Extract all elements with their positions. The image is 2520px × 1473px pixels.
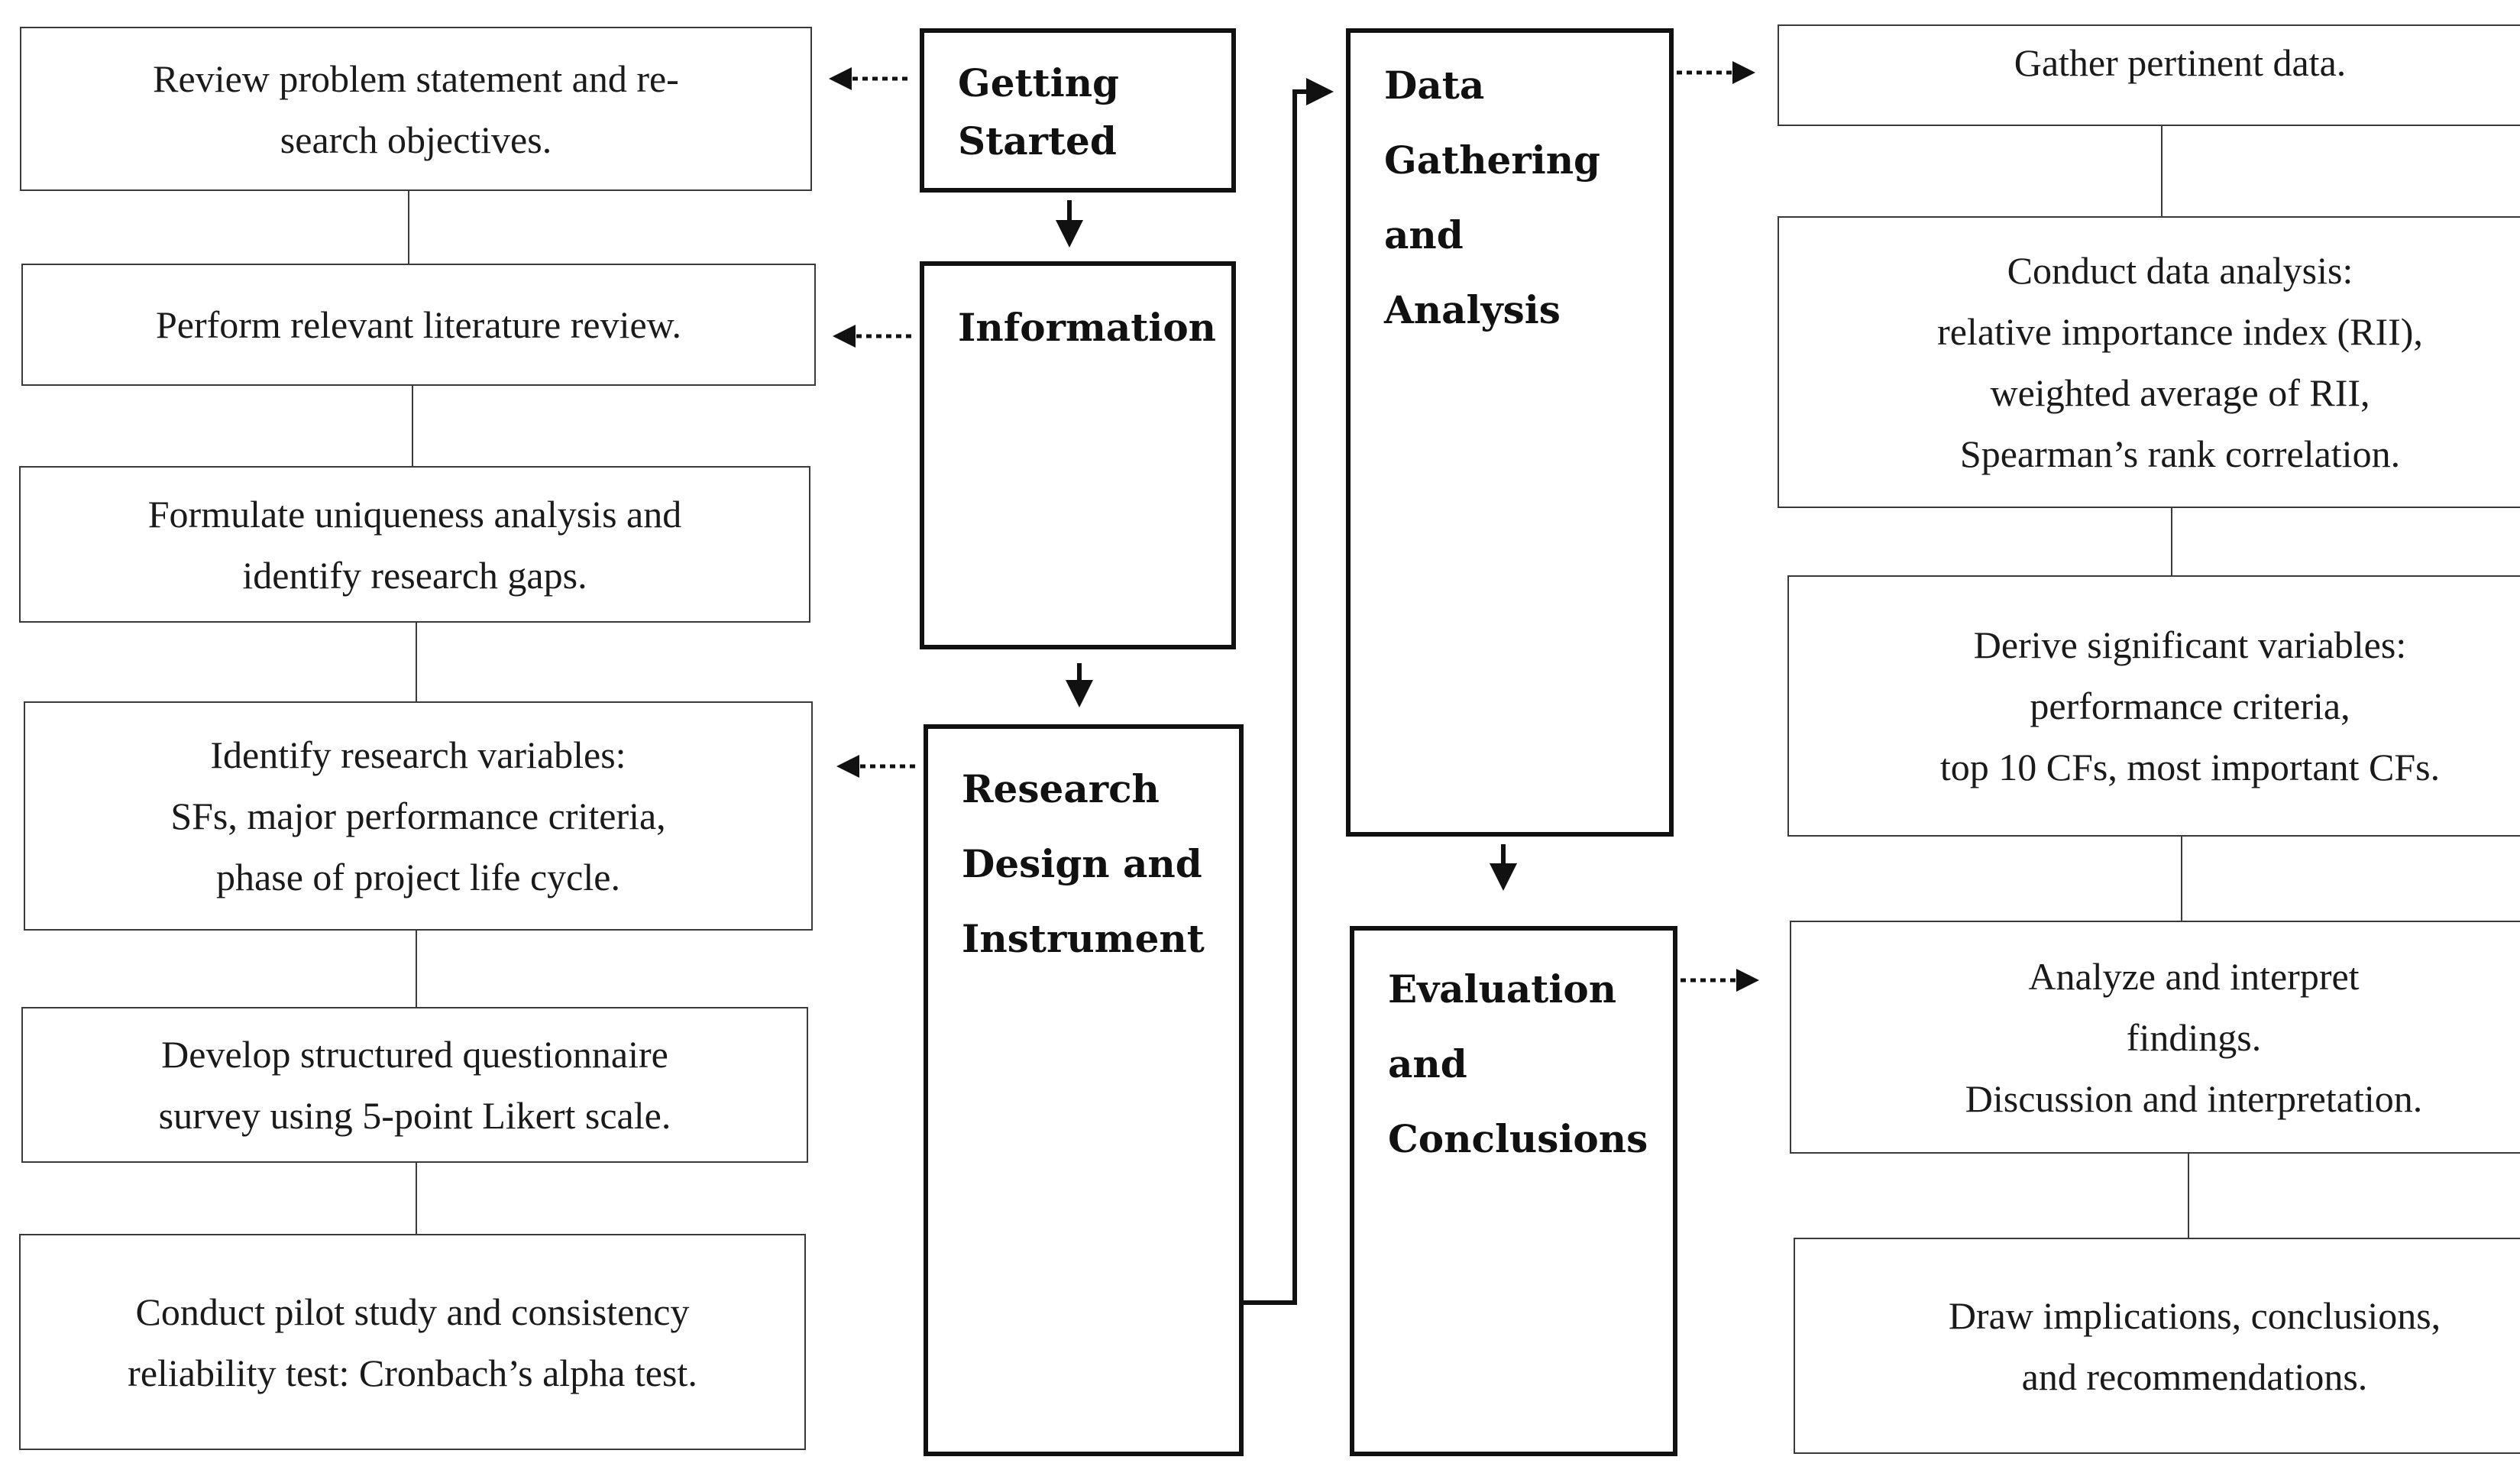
step-text-line: Review problem statement and re- (153, 57, 679, 100)
step-significant-variables: Derive significant variables: performanc… (1787, 575, 2520, 837)
step-pilot-study: Conduct pilot study and consistency reli… (19, 1234, 806, 1450)
step-text-line: Formulate uniqueness analysis and (147, 492, 682, 536)
step-text-line: Conduct data analysis: (2007, 249, 2353, 292)
step-text-line: findings. (2126, 1015, 2262, 1059)
step-text-line: search objectives. (280, 118, 552, 161)
step-text-line: Draw implications, conclusions, (1948, 1293, 2441, 1337)
step-text-line: reliability test: Cronbach’s alpha test. (128, 1351, 697, 1394)
right-column-connectors (2161, 126, 2189, 1238)
phase-text-line: Design and (962, 841, 1202, 886)
step-text-line: Identify research variables: (210, 733, 626, 776)
phase-data-gathering: Data Gathering and Analysis (1346, 28, 1674, 837)
phase-evaluation: Evaluation and Conclusions (1350, 926, 1677, 1456)
step-review-problem: Review problem statement and re- search … (20, 27, 812, 191)
left-column-connectors (408, 191, 417, 1234)
step-research-variables: Identify research variables: SFs, major … (24, 701, 813, 931)
phase-research-design: Research Design and Instrument (924, 724, 1244, 1456)
step-text-line: identify research gaps. (242, 553, 587, 597)
phase-getting-started: Getting Started (920, 28, 1236, 193)
step-questionnaire: Develop structured questionnaire survey … (21, 1007, 808, 1163)
step-text-line: and recommendations. (2021, 1355, 2368, 1398)
phase-text-line: Started (958, 118, 1117, 163)
phase-text-line: Conclusions (1388, 1116, 1648, 1161)
phase-text-line: Getting (958, 60, 1120, 105)
step-text-line: Conduct pilot study and consistency (135, 1290, 690, 1333)
phase-text-line: Gathering (1384, 138, 1601, 183)
step-text-line: Spearman’s rank correlation. (1959, 432, 2401, 475)
step-text-line: phase of project life cycle. (216, 856, 620, 898)
step-uniqueness-analysis: Formulate uniqueness analysis and identi… (19, 466, 810, 623)
phase-text-line: and (1388, 1041, 1467, 1086)
step-text-line: performance criteria, (2030, 685, 2350, 727)
phase-information: Information (920, 261, 1236, 649)
step-text-line: relative importance index (RII), (1937, 310, 2423, 353)
step-data-analysis: Conduct data analysis: relative importan… (1778, 216, 2520, 508)
step-interpret-findings: Analyze and interpret findings. Discussi… (1790, 921, 2520, 1154)
step-gather-data: Gather pertinent data. (1778, 24, 2520, 126)
step-text-line: survey using 5-point Likert scale. (158, 1094, 671, 1137)
step-text-line: SFs, major performance criteria, (170, 795, 666, 837)
step-implications: Draw implications, conclusions, and reco… (1794, 1238, 2520, 1454)
step-text-line: Perform relevant literature review. (155, 303, 682, 346)
phase-flow-arrows (1056, 78, 1517, 1305)
phase-text-line: Instrument (962, 916, 1205, 961)
step-text-line: Gather pertinent data. (2014, 40, 2347, 84)
step-text-line: Analyze and interpret (2028, 954, 2360, 998)
step-text-line: weighted average of RII, (1990, 371, 2370, 414)
phase-text-line: Research (962, 766, 1160, 811)
phase-text-line: Analysis (1384, 287, 1561, 332)
dotted-link-arrows (829, 61, 1759, 992)
step-text-line: top 10 CFs, most important CFs. (1939, 746, 2441, 788)
step-text-line: Derive significant variables: (1973, 623, 2407, 666)
phase-text-line: Information (958, 305, 1217, 350)
phase-text-line: Evaluation (1388, 966, 1617, 1012)
step-text-line: Develop structured questionnaire (161, 1033, 668, 1076)
step-literature-review: Perform relevant literature review. (21, 264, 816, 386)
phase-text-line: and (1384, 212, 1464, 257)
phase-text-line: Data (1384, 63, 1485, 108)
step-text-line: Discussion and interpretation. (1965, 1076, 2423, 1120)
